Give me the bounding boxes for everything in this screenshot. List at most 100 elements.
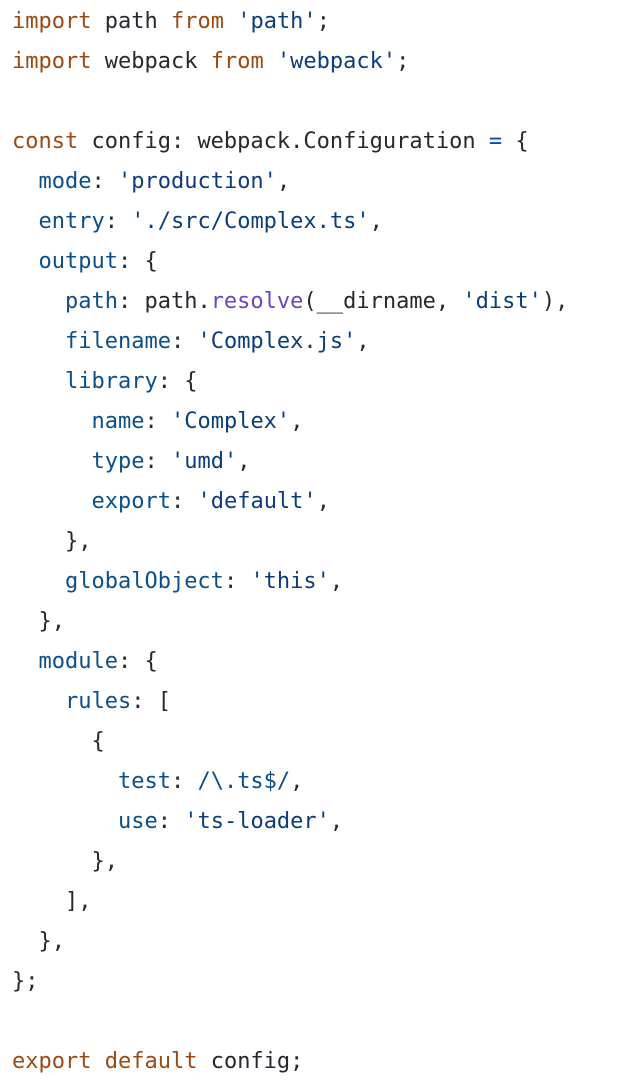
code-token-keyword: const xyxy=(12,129,79,154)
code-indent xyxy=(12,689,65,714)
code-token-default: : xyxy=(144,409,171,434)
code-token-default: : xyxy=(157,809,185,834)
code-token-default: ; xyxy=(396,49,410,74)
code-token-keyword: from xyxy=(170,9,224,34)
code-token-default: config: webpack.Configuration xyxy=(78,129,489,154)
code-line: mode: 'production', xyxy=(12,162,568,202)
code-token-default: }; xyxy=(12,969,39,994)
code-token-default xyxy=(224,9,237,34)
code-line xyxy=(12,1002,568,1042)
code-indent xyxy=(12,569,65,594)
code-line: }, xyxy=(12,842,568,882)
code-token-default: , xyxy=(290,409,304,434)
code-token-keyword: import xyxy=(12,9,92,34)
code-token-default: }, xyxy=(38,609,66,634)
code-indent xyxy=(12,369,65,394)
code-token-default: config; xyxy=(197,1049,304,1074)
code-token-string: 'Complex' xyxy=(170,409,291,434)
code-token-default: }, xyxy=(91,849,118,874)
code-token-default: : xyxy=(223,569,251,594)
code-token-property: name xyxy=(91,409,145,434)
code-token-default: , xyxy=(237,449,251,474)
code-token-property: export xyxy=(91,489,171,514)
code-indent xyxy=(12,449,91,474)
code-indent xyxy=(12,489,91,514)
code-line: ], xyxy=(12,882,568,922)
code-line: }, xyxy=(12,602,568,642)
code-token-keyword: default xyxy=(104,1049,198,1074)
code-token-keyword: export xyxy=(12,1049,92,1074)
code-line: { xyxy=(12,722,568,762)
code-indent xyxy=(12,529,65,554)
code-token-property: mode xyxy=(38,169,92,194)
code-token-default: webpack xyxy=(91,49,211,74)
code-token-property: test xyxy=(117,769,171,794)
code-block: import path from 'path';import webpack f… xyxy=(12,2,568,1082)
code-token-default: , xyxy=(369,209,383,234)
code-indent xyxy=(12,249,39,274)
code-token-default: : path. xyxy=(117,289,211,314)
code-line: module: { xyxy=(12,642,568,682)
code-token-default: , xyxy=(329,809,344,834)
code-token-property: use xyxy=(117,809,158,834)
code-line: output: { xyxy=(12,242,568,282)
code-indent xyxy=(12,409,91,434)
code-token-string: './src/Complex.ts' xyxy=(131,209,370,234)
code-token-default: , xyxy=(316,489,330,514)
code-token-string: 'path' xyxy=(237,9,317,34)
code-token-default: , xyxy=(356,329,370,354)
code-token-property: path xyxy=(64,289,118,314)
code-token-default: { xyxy=(91,729,105,754)
code-line: type: 'umd', xyxy=(12,442,568,482)
code-token-default: { xyxy=(502,129,529,154)
code-token-string: 'default' xyxy=(197,489,317,514)
code-token-property: module xyxy=(38,649,118,674)
code-token-string: 'dist' xyxy=(462,289,542,314)
code-token-default: , xyxy=(329,569,344,594)
code-indent xyxy=(12,289,65,314)
code-token-default: : { xyxy=(117,249,158,274)
code-token-default: : xyxy=(170,769,198,794)
code-line: import path from 'path'; xyxy=(12,2,568,42)
code-token-default: : xyxy=(104,209,132,234)
code-token-string: 'this' xyxy=(250,569,330,594)
code-token-string: 'ts-loader' xyxy=(184,809,330,834)
code-line: globalObject: 'this', xyxy=(12,562,568,602)
code-line: }; xyxy=(12,962,568,1002)
code-token-string: 'webpack' xyxy=(276,49,397,74)
code-token-property: library xyxy=(64,369,158,394)
code-line: use: 'ts-loader', xyxy=(12,802,568,842)
code-line: const config: webpack.Configuration = { xyxy=(12,122,568,162)
code-token-property: type xyxy=(91,449,145,474)
code-indent xyxy=(12,769,118,794)
code-indent xyxy=(12,649,39,674)
code-token-property: globalObject xyxy=(64,569,224,594)
code-token-default: : xyxy=(170,329,198,354)
code-line: entry: './src/Complex.ts', xyxy=(12,202,568,242)
code-token-default: : xyxy=(144,449,171,474)
code-token-default: : [ xyxy=(131,689,171,714)
code-token-property: output xyxy=(38,249,118,274)
code-token-function: resolve xyxy=(210,289,304,314)
code-line: path: path.resolve(__dirname, 'dist'), xyxy=(12,282,568,322)
code-token-default: ), xyxy=(541,289,569,314)
code-line: library: { xyxy=(12,362,568,402)
code-token-default: : { xyxy=(157,369,198,394)
code-token-regex: /\.ts$/ xyxy=(197,769,291,794)
code-line: filename: 'Complex.js', xyxy=(12,322,568,362)
code-line: export: 'default', xyxy=(12,482,568,522)
code-indent xyxy=(12,609,39,634)
code-token-keyword: import xyxy=(12,49,92,74)
code-token-default: path xyxy=(91,9,171,34)
code-token-default: }, xyxy=(64,529,92,554)
code-line: }, xyxy=(12,922,568,962)
code-token-default xyxy=(264,49,277,74)
code-token-default: , xyxy=(290,769,304,794)
code-token-default xyxy=(91,1049,104,1074)
code-token-property: filename xyxy=(64,329,171,354)
code-token-default: : xyxy=(170,489,198,514)
code-token-default: (__dirname, xyxy=(303,289,463,314)
code-indent xyxy=(12,929,39,954)
code-token-property: rules xyxy=(64,689,132,714)
code-token-default: ], xyxy=(64,889,92,914)
